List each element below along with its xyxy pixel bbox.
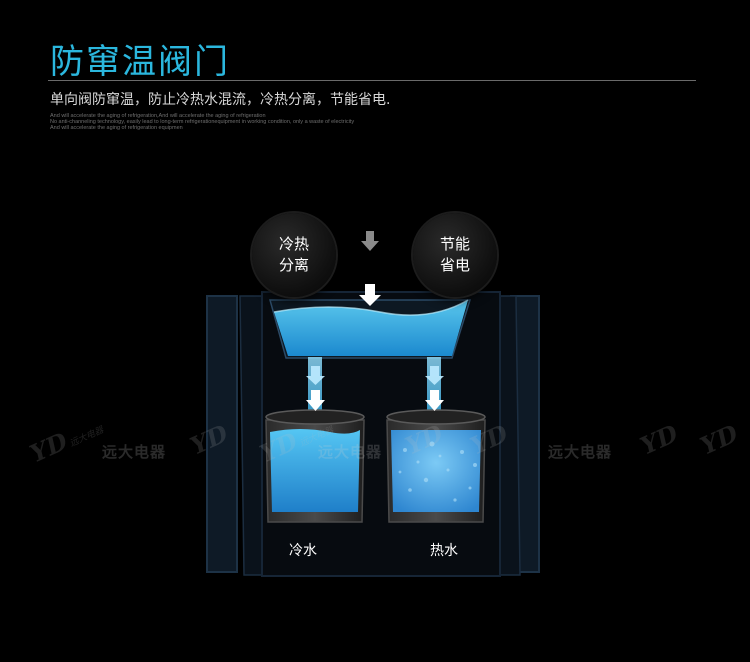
- hot-water: [391, 430, 481, 512]
- housing-left-bevel: [239, 295, 263, 576]
- arrow-hot-upper: [425, 366, 444, 385]
- cold-tank: [265, 409, 365, 523]
- badge-energy-saving: 节能 省电: [413, 213, 497, 297]
- arrow-gray-down: [361, 231, 379, 251]
- watermark-text: 远大电器: [548, 443, 613, 461]
- hot-bubbles: [398, 441, 477, 502]
- badge-left-line2: 分离: [278, 256, 309, 274]
- badge-hot-cold-separation: 冷热 分离: [252, 213, 336, 297]
- badge-right-line1: 节能: [439, 235, 470, 253]
- cold-water-label: 冷水: [289, 543, 317, 559]
- english-caption-3: And will accelerate the aging of refrige…: [50, 125, 183, 131]
- badge-left-line1: 冷热: [278, 235, 309, 253]
- english-caption-1: And will accelerate the aging of refrige…: [50, 113, 266, 119]
- upper-water: [274, 300, 468, 356]
- flow-arrows: [306, 231, 444, 411]
- arrow-in-down: [359, 284, 381, 306]
- cold-water: [270, 429, 360, 512]
- arrow-cold-upper: [306, 366, 325, 385]
- arrow-hot-lower: [425, 390, 444, 411]
- upper-reservoir: [269, 299, 472, 359]
- badge-right-line2: 省电: [439, 256, 470, 274]
- subtitle: 单向阀防窜温，防止冷热水混流，冷热分离，节能省电.: [50, 92, 391, 108]
- watermark-text: 远大电器: [318, 443, 383, 461]
- watermark-text: 远大电器: [102, 443, 167, 461]
- hot-tank: [386, 409, 486, 523]
- arrow-cold-lower: [306, 390, 325, 411]
- title-divider: [48, 80, 696, 81]
- english-caption-2: No anti-channeling technology, easily le…: [50, 119, 355, 125]
- hot-water-label: 热水: [430, 543, 458, 559]
- page-title: 防窜温阀门: [50, 42, 230, 82]
- housing-left-panel: [206, 295, 238, 573]
